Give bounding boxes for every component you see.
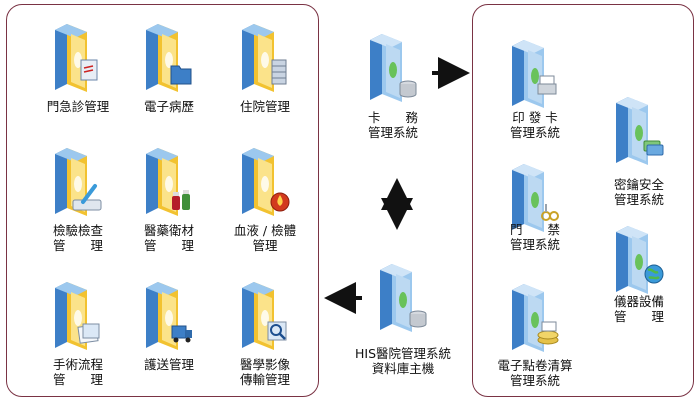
node-label: 住院管理: [239, 99, 290, 114]
node-label: 檢驗檢查管 理: [52, 223, 103, 253]
node-label: 門急診管理: [46, 99, 110, 114]
server-bottles-icon: [146, 148, 190, 216]
card-systems-panel: [472, 4, 694, 397]
node-label: 手術流程管 理: [52, 357, 103, 387]
node-label: 密鑰安全管理系統: [613, 177, 664, 207]
node-label: 卡 務管理系統: [367, 110, 418, 140]
node-label: 醫藥衛材管 理: [143, 223, 194, 253]
server-magnifier-icon: [242, 282, 287, 350]
server-test-tube-icon: [55, 148, 102, 216]
server-stack-icon: [242, 24, 287, 92]
server-clipboard-icon: [55, 24, 98, 92]
server-globe-icon: [616, 226, 664, 294]
server-documents-icon: [55, 282, 100, 350]
node-label: 醫學影像傳輸管理: [239, 357, 290, 387]
server-database-icon: [370, 34, 417, 102]
node-label: 電子病歷: [143, 99, 194, 114]
server-blood-drop-icon: [242, 148, 290, 216]
node-label: 護送管理: [143, 357, 194, 372]
node-label: 血液 / 檢體管理: [233, 223, 297, 253]
node-label: HIS醫院管理系統資料庫主機: [354, 346, 452, 376]
server-truck-icon: [146, 282, 192, 350]
server-folder-icon: [146, 24, 192, 92]
node-label: 電子點卷清算管理系統: [497, 358, 573, 388]
server-coins-icon: [512, 284, 559, 352]
server-cards-icon: [616, 97, 664, 165]
server-keys-icon: [512, 164, 559, 232]
server-database-icon: [380, 264, 427, 332]
server-printer-icon: [512, 40, 557, 108]
node-label: 儀器設備管 理: [613, 294, 664, 324]
node-label: 門 禁管理系統: [509, 222, 560, 252]
node-label: 印 發 卡管理系統: [509, 110, 560, 140]
